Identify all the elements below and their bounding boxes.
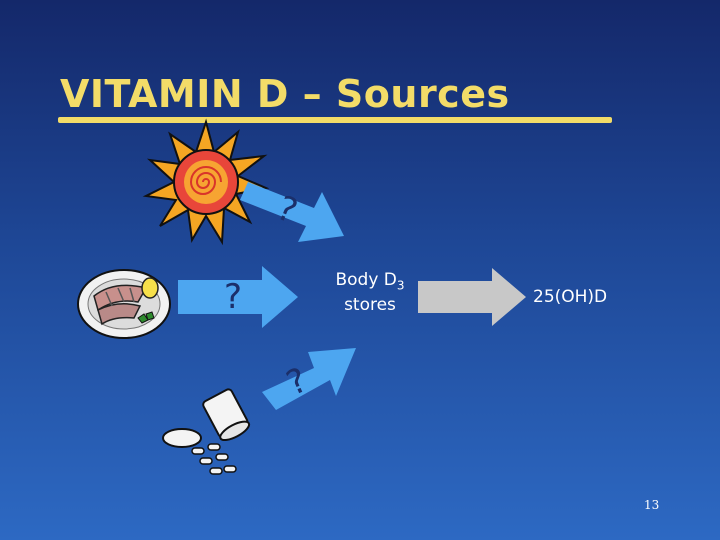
supplement-arrow	[262, 348, 356, 410]
stores-label-line2: stores	[344, 295, 396, 316]
sun-icon	[142, 118, 270, 246]
fish-plate-icon	[77, 269, 171, 339]
slide-title: VITAMIN D – Sources	[60, 72, 510, 116]
page-number: 13	[644, 498, 660, 512]
stores-label: Body D3 stores	[328, 270, 412, 315]
food-question-mark: ?	[224, 277, 243, 317]
title-underline	[58, 117, 612, 123]
sun-arrow	[240, 182, 344, 242]
food-arrow	[178, 266, 298, 328]
stores-label-main: Body D	[335, 270, 397, 290]
stores-label-subscript: 3	[396, 278, 405, 293]
pills-icon	[162, 388, 251, 475]
metabolite-label: 25(OH)D	[533, 287, 608, 307]
conversion-arrow	[418, 268, 526, 326]
